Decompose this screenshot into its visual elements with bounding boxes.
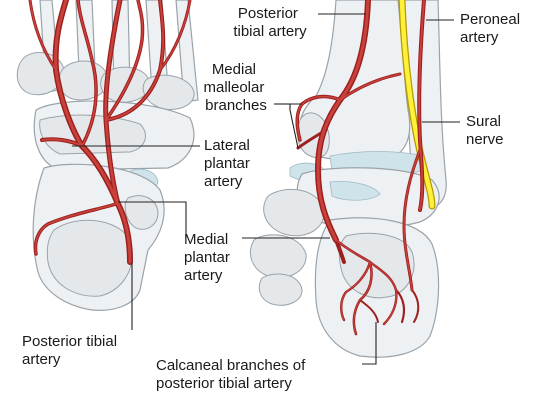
leader-calcaneal	[362, 322, 377, 365]
label-sural-nerve: Sural nerve	[466, 113, 505, 148]
leader-medial-malleolar	[289, 103, 302, 149]
label-posterior-tibial-artery-bottom: Posterior tibial artery	[22, 333, 121, 368]
right-ankle-arteries	[295, 0, 426, 336]
leader-lines	[72, 13, 460, 365]
label-peroneal-artery: Peroneal artery	[460, 11, 524, 46]
label-posterior-tibial-artery-top: Posterior tibial artery	[233, 5, 307, 40]
right-ankle-bones	[250, 0, 447, 358]
leader-medial-plantar	[118, 201, 187, 238]
label-medial-malleolar-branches: Medial malleolar branches	[203, 61, 268, 114]
label-calcaneal-branches: Calcaneal branches of posterior tibial a…	[156, 357, 309, 392]
label-medial-plantar-artery: Medial plantar artery	[184, 231, 234, 284]
labels: Posterior tibial artery Peroneal artery …	[22, 5, 524, 392]
label-lateral-plantar-artery: Lateral plantar artery	[204, 137, 254, 190]
left-foot-bones	[16, 0, 199, 311]
